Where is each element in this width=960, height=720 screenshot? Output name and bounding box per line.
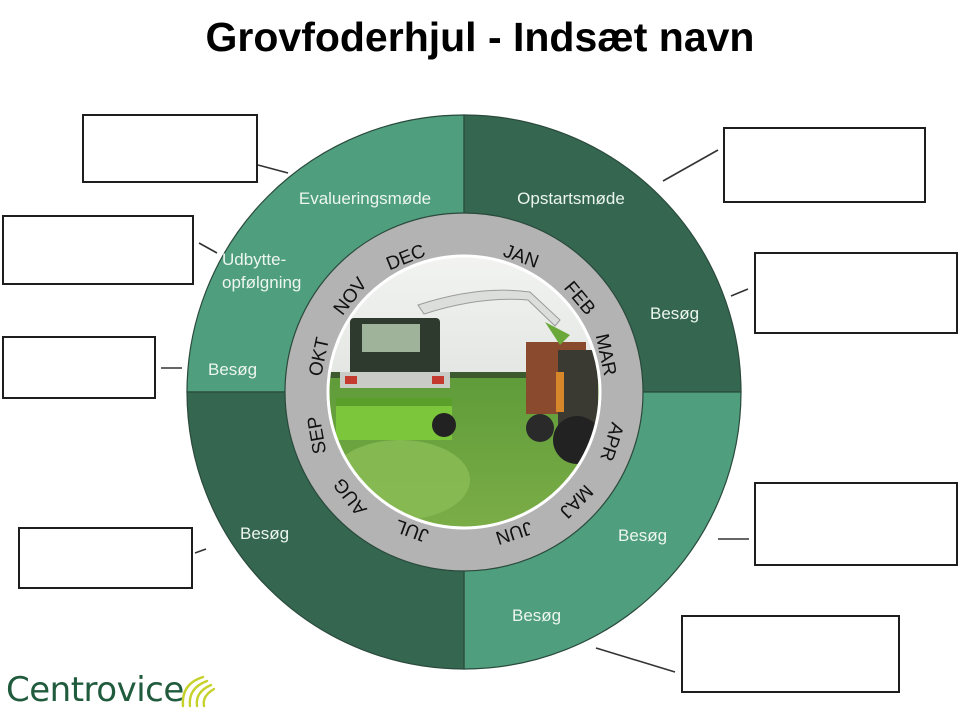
page-title: Grovfoderhjul - Indsæt navn	[205, 14, 755, 60]
label-besog-bottom-left: Besøg	[240, 524, 289, 543]
label-opstartsmode: Opstartsmøde	[517, 189, 625, 208]
opstart-note-box[interactable]	[723, 127, 926, 203]
label-udbytte-line1: Udbytte-	[222, 250, 286, 269]
label-udbytte-line2: opfølgning	[222, 273, 301, 292]
connector-lines	[161, 149, 749, 673]
besog-bottom-note-box[interactable]	[681, 615, 900, 693]
besog-bottom-left-note-box[interactable]	[18, 527, 193, 589]
besog-right-bottom-note-box[interactable]	[754, 482, 958, 566]
logo-text: Centrovice	[6, 670, 184, 710]
segment-labels: Evalueringsmøde Udbytte- opfølgning Besø…	[208, 189, 699, 625]
udbytte-note-box[interactable]	[2, 215, 194, 285]
logo-swoosh-icon	[181, 675, 216, 708]
label-besog-right-top: Besøg	[650, 304, 699, 323]
evaluering-note-box[interactable]	[82, 114, 258, 183]
centrovice-logo: Centrovice	[6, 668, 184, 712]
label-besog-left: Besøg	[208, 360, 257, 379]
besog-left-note-box[interactable]	[2, 336, 156, 399]
label-evalueringsmode: Evalueringsmøde	[299, 189, 431, 208]
label-besog-right-bottom: Besøg	[618, 526, 667, 545]
besog-right-top-note-box[interactable]	[754, 252, 958, 334]
label-besog-bottom: Besøg	[512, 606, 561, 625]
